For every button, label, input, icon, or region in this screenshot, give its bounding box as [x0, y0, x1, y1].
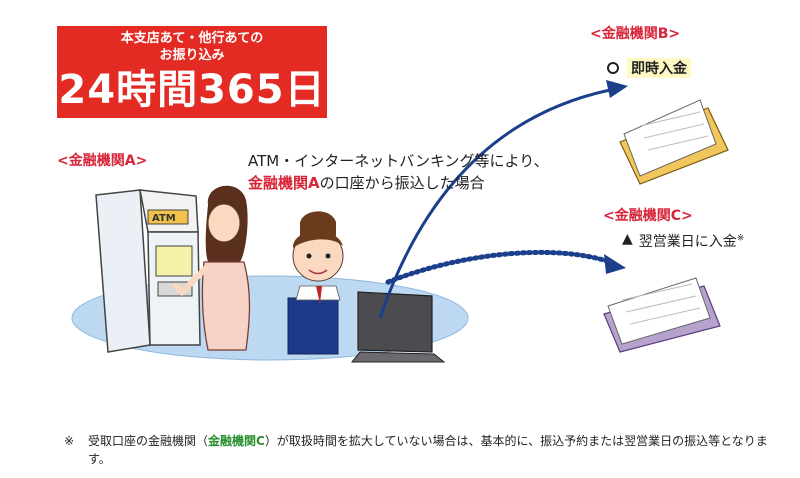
- next-day-transfer-arrow: [385, 249, 613, 285]
- institution-a-label: <金融機関A>: [57, 153, 148, 169]
- atm-machine: ATM: [95, 189, 201, 353]
- banner-headline: 24時間365日: [58, 67, 326, 113]
- passbook-c-icon: [603, 277, 721, 353]
- institution-b-label: <金融機関B>: [590, 26, 681, 42]
- footnote-part2: ）が取扱時間を拡大していない場合は、基本的に、振込予約または翌営業日の振込等とな…: [88, 434, 768, 466]
- instant-transfer-arrow: [378, 88, 611, 319]
- footnote-body: 受取口座の金融機関（金融機関C）が取扱時間を拡大していない場合は、基本的に、振込…: [64, 432, 784, 468]
- footnote-part1: 受取口座の金融機関（: [88, 434, 209, 448]
- passbook-b-icon: [619, 99, 729, 185]
- svg-text:ATM: ATM: [152, 213, 176, 224]
- banner-line2: お振り込み: [159, 48, 225, 63]
- footnote-mark: ※: [64, 434, 75, 448]
- explanation-rest: の口座から振込した場合: [319, 174, 485, 192]
- laptop-icon: [350, 291, 446, 363]
- institution-c-label: <金融機関C>: [603, 208, 693, 224]
- banner-line1: 本支店あて・他行あての: [120, 31, 264, 46]
- woman-figure: [173, 185, 251, 351]
- circle-mark-icon: [607, 62, 619, 74]
- service-hours-banner: 本支店あて・他行あての お振り込み 24時間365日: [57, 26, 327, 118]
- explanation-line1: ATM・インターネットバンキング等により、: [248, 152, 549, 170]
- footnote-highlight: 金融機関C: [208, 434, 265, 448]
- status-instant: 即時入金: [607, 58, 691, 78]
- status-c-label: 翌営業日に入金: [638, 234, 737, 250]
- status-c-footnote-mark: ※: [736, 233, 745, 244]
- footnote: ※ 受取口座の金融機関（金融機関C）が取扱時間を拡大していない場合は、基本的に、…: [64, 432, 784, 468]
- man-figure: [287, 211, 344, 355]
- triangle-mark-icon: ▲: [622, 231, 633, 247]
- status-c-text: 翌営業日に入金※: [639, 231, 745, 251]
- status-next-day: ▲ 翌営業日に入金※: [622, 231, 744, 251]
- explanation-highlight: 金融機関A: [248, 174, 320, 192]
- explanation-line2: 金融機関Aの口座から振込した場合: [248, 172, 549, 194]
- transfer-explanation: ATM・インターネットバンキング等により、 金融機関Aの口座から振込した場合: [248, 150, 549, 194]
- status-b-text: 即時入金: [627, 58, 691, 78]
